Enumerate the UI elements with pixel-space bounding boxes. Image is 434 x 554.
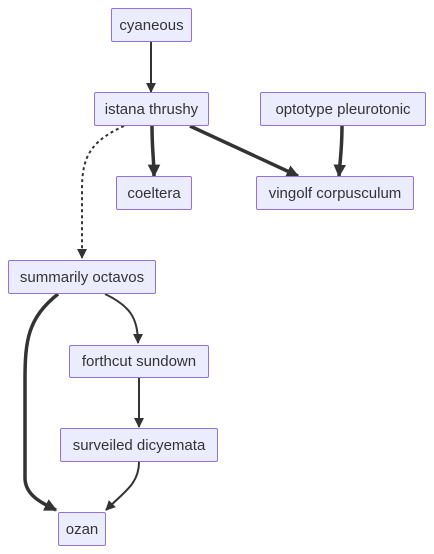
edge-summarily-octavos-to-ozan: [23, 292, 60, 512]
node-cyaneous[interactable]: cyaneous: [111, 8, 192, 42]
node-vingolf-corpusculum[interactable]: vingolf corpusculum: [256, 176, 414, 210]
edge-summarily-octavos-to-forthcut-sundown: [104, 293, 143, 344]
node-summarily-octavos[interactable]: summarily octavos: [8, 260, 156, 294]
node-optotype-pleurotonic[interactable]: optotype pleurotonic: [260, 92, 426, 126]
edge-istana-thrushy-to-coeltera: [147, 125, 161, 178]
edge-optotype-pleurotonic-to-vingolf-corpusculum: [333, 125, 346, 178]
edge-istana-thrushy-to-vingolf-corpusculum: [189, 124, 300, 178]
edge-surveiled-dicyemata-to-ozan: [105, 461, 140, 511]
node-forthcut-sundown[interactable]: forthcut sundown: [69, 345, 209, 378]
edge-istana-thrushy-to-summarily-octavos: [77, 125, 125, 259]
node-coeltera[interactable]: coeltera: [116, 176, 192, 210]
node-surveiled-dicyemata[interactable]: surveiled dicyemata: [60, 428, 218, 462]
node-ozan[interactable]: ozan: [58, 512, 106, 546]
node-istana-thrushy[interactable]: istana thrushy: [94, 92, 209, 126]
